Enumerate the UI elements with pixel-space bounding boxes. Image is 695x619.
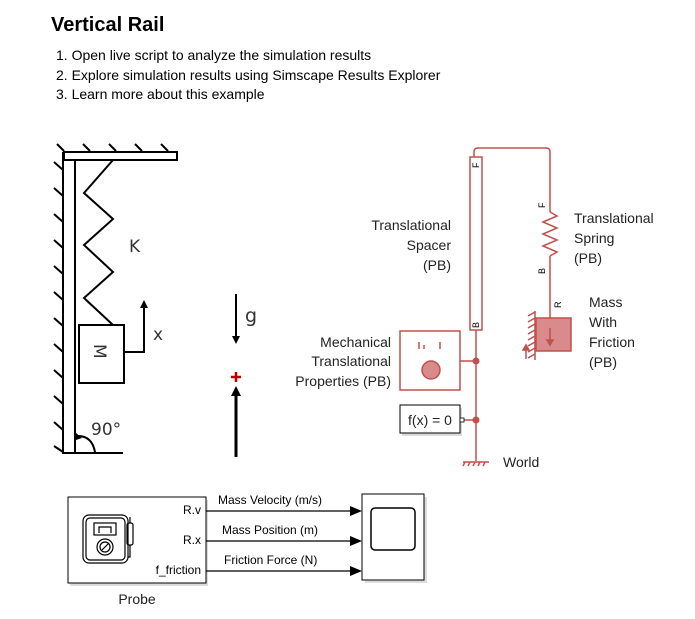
wall-hatch <box>53 161 64 453</box>
probe-label: Probe <box>118 591 156 607</box>
link-open-live-script[interactable]: 1. Open live script to analyze the simul… <box>56 47 372 63</box>
svg-text:(PB): (PB) <box>423 257 451 273</box>
multimeter-icon <box>82 514 134 564</box>
probe-block[interactable] <box>67 496 207 584</box>
svg-text:Mechanical: Mechanical <box>320 334 391 350</box>
spacer-port-b: B <box>471 322 481 328</box>
svg-text:Spring: Spring <box>574 230 614 246</box>
probe-port-velocity: R.v <box>183 503 201 517</box>
link-explore-results[interactable]: 2. Explore simulation results using Sims… <box>56 66 441 83</box>
svg-text:Friction: Friction <box>589 334 635 350</box>
solver-configuration-block[interactable] <box>399 404 461 434</box>
mass-port-r: R <box>553 301 563 308</box>
action-links: 1. Open live script to analyze the simul… <box>56 46 440 105</box>
svg-text:Translational: Translational <box>311 353 391 369</box>
svg-text:Mass: Mass <box>589 294 622 310</box>
angle-label: 90° <box>91 420 121 440</box>
spring-port-b: B <box>537 268 547 274</box>
spring-label: Translational Spring (PB) <box>574 210 654 266</box>
solver-label: f(x) = 0 <box>408 412 452 428</box>
mass-friction-label: Mass With Friction (PB) <box>589 294 635 370</box>
connection-spacer-spring[interactable] <box>473 147 551 212</box>
spacer-port-f: F <box>471 162 481 168</box>
svg-text:Translational: Translational <box>371 217 451 233</box>
junction-dot <box>472 416 480 424</box>
translational-spacer-block[interactable] <box>469 156 483 331</box>
probe-port-position: R.x <box>183 533 201 547</box>
origin-marker <box>231 372 241 382</box>
ceiling-bar <box>63 151 178 161</box>
spring-icon <box>82 159 115 326</box>
spring-port-f: F <box>537 202 547 208</box>
position-label: x <box>153 325 163 345</box>
svg-text:Spacer: Spacer <box>407 237 452 253</box>
gravity-label: g <box>245 305 257 327</box>
svg-text:Properties (PB): Properties (PB) <box>295 373 391 389</box>
signal-label-velocity: Mass Velocity (m/s) <box>218 493 322 507</box>
scope-screen-icon <box>370 507 416 551</box>
world-label: World <box>503 454 539 470</box>
translational-spring-block[interactable] <box>541 211 559 257</box>
signal-label-friction: Friction Force (N) <box>224 553 317 567</box>
svg-text:(PB): (PB) <box>574 250 602 266</box>
signal-label-position: Mass Position (m) <box>222 523 318 537</box>
spring-constant-label: K <box>129 237 141 257</box>
link-learn-more[interactable]: 3. Learn more about this example <box>56 86 265 102</box>
spacer-label: Translational Spacer (PB) <box>371 217 451 273</box>
svg-text:With: With <box>589 314 617 330</box>
friction-hatch <box>527 311 536 359</box>
probe-port-friction: f_friction <box>156 563 201 577</box>
svg-text:(PB): (PB) <box>589 354 617 370</box>
svg-text:Translational: Translational <box>574 210 654 226</box>
mass-with-friction-block[interactable] <box>535 317 572 352</box>
properties-label: Mechanical Translational Properties (PB) <box>295 334 391 389</box>
mass-block <box>78 324 125 384</box>
ceiling-hatch <box>56 143 169 152</box>
mass-label: M <box>89 344 109 359</box>
page-title: Vertical Rail <box>51 14 165 36</box>
junction-dot <box>472 357 480 365</box>
schematic-image <box>53 143 241 457</box>
